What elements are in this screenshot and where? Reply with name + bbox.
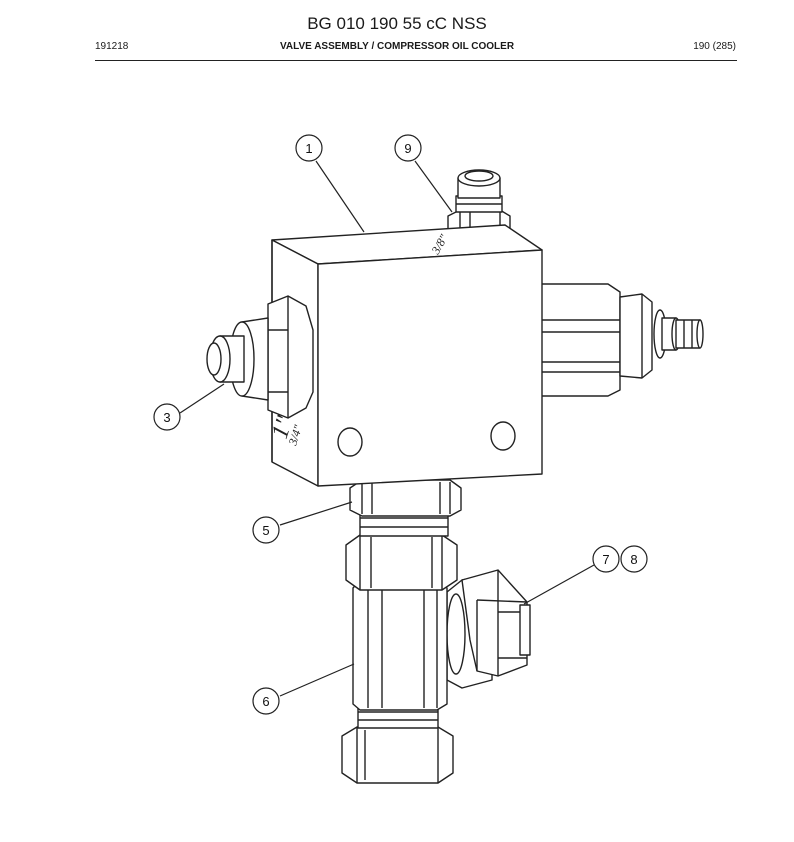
side-outlet-fitting — [446, 569, 531, 689]
callout-7: 7 — [592, 545, 620, 573]
callout-5: 5 — [252, 516, 280, 544]
callout-3-label: 3 — [163, 410, 170, 425]
header-rule — [95, 60, 737, 61]
leader-line-1 — [315, 160, 365, 233]
callout-1-label: 1 — [305, 141, 312, 156]
tee-body — [352, 579, 448, 711]
leader-line-5 — [279, 501, 353, 526]
page-number: 190 (285) — [693, 41, 736, 52]
nipple-fitting — [349, 479, 462, 537]
section-title: VALVE ASSEMBLY / COMPRESSOR OIL COOLER — [279, 41, 515, 52]
leader-line-6 — [279, 663, 355, 697]
callout-9: 9 — [394, 134, 422, 162]
left-inlet-fitting — [206, 295, 314, 419]
leader-line-7-8 — [523, 564, 595, 605]
leader-line-9 — [414, 160, 453, 213]
side-cartridge — [537, 283, 704, 397]
lower-outlet-nut — [341, 703, 454, 784]
document-number: BG 010 190 55 cC NSS — [307, 14, 487, 33]
callout-6-label: 6 — [262, 694, 269, 709]
callout-5-label: 5 — [262, 523, 269, 538]
callout-7-label: 7 — [602, 552, 609, 567]
tee-upper-nut — [345, 534, 458, 591]
date-code: 191218 — [95, 41, 129, 52]
callout-8: 8 — [620, 545, 648, 573]
port-marking-fraction: 3/4" — [285, 422, 305, 448]
callout-6: 6 — [252, 687, 280, 715]
callout-3: 3 — [153, 403, 181, 431]
callout-8-label: 8 — [630, 552, 637, 567]
callout-9-label: 9 — [404, 141, 411, 156]
valve-block — [271, 224, 543, 487]
leader-line-3 — [179, 383, 225, 414]
callout-1: 1 — [295, 134, 323, 162]
